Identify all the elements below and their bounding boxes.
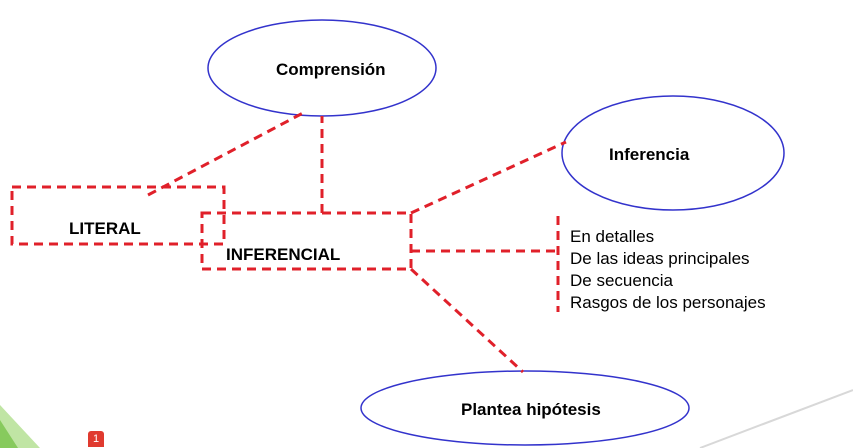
connector-literal-comprension bbox=[147, 111, 304, 197]
ellipse-comprension bbox=[207, 19, 437, 117]
ellipse-inferencia bbox=[561, 95, 785, 211]
page-number-badge: 1 bbox=[88, 431, 104, 447]
connector-inferencial-plantea bbox=[409, 267, 525, 374]
corner-decoration-left-2 bbox=[0, 420, 18, 448]
list-item: Rasgos de los personajes bbox=[570, 293, 766, 312]
list-item: De las ideas principales bbox=[570, 249, 750, 268]
box-literal bbox=[10, 185, 226, 246]
ellipse-plantea-hipotesis bbox=[360, 370, 690, 446]
corner-decoration-right bbox=[699, 389, 853, 448]
list-item: En detalles bbox=[570, 227, 655, 246]
node-plantea-hipotesis-label: Plantea hipótesis bbox=[461, 400, 601, 419]
node-comprension-label: Comprensión bbox=[276, 60, 386, 79]
inferential-types-list: En detalles De las ideas principales De … bbox=[570, 226, 766, 314]
node-inferencia-label: Inferencia bbox=[609, 145, 690, 164]
box-inferencial bbox=[200, 211, 413, 271]
list-item: De secuencia bbox=[570, 271, 674, 290]
connector-inferencial-inferencia bbox=[410, 140, 567, 215]
node-inferencial-label: INFERENCIAL bbox=[226, 245, 341, 264]
node-literal-label: LITERAL bbox=[69, 219, 141, 238]
